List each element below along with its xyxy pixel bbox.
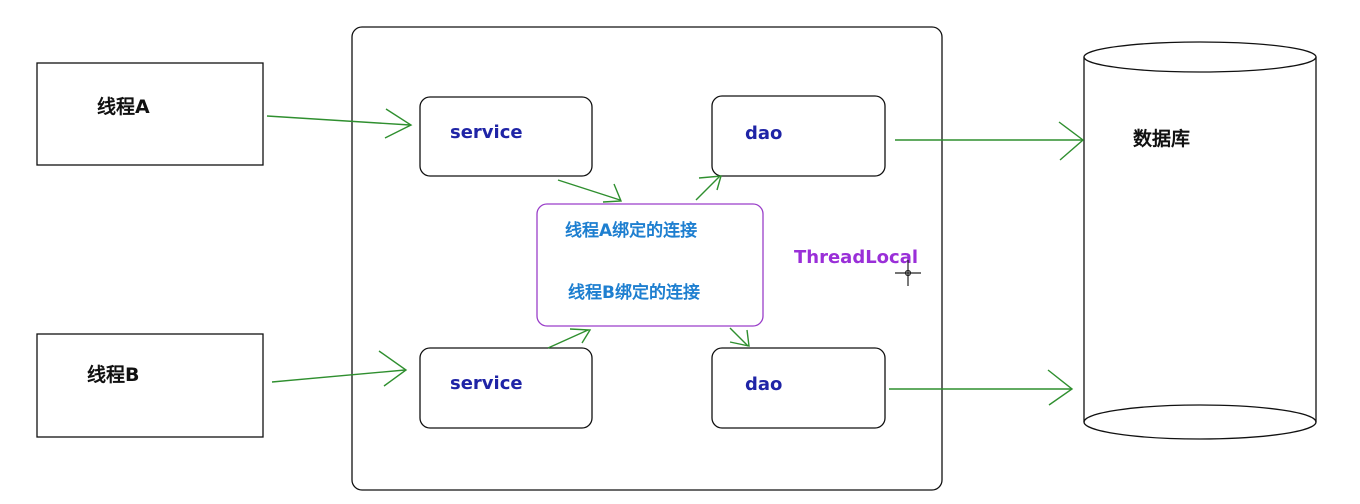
dao-bottom-label: dao — [745, 374, 782, 395]
crosshair-cursor-icon — [895, 260, 921, 286]
arrow-thread-a-to-service — [266, 108, 413, 139]
service-bottom-label: service — [450, 373, 523, 394]
arrow-connections-to-dao-top — [695, 175, 722, 201]
service-bottom-node: service — [419, 347, 593, 429]
threadlocal-label: ThreadLocal — [794, 247, 918, 268]
thread-b-node: 线程B — [36, 333, 264, 438]
database-node: 数据库 — [1083, 41, 1317, 440]
connection-a-label: 线程A绑定的连接 — [565, 220, 697, 241]
service-top-node: service — [419, 96, 593, 177]
dao-top-label: dao — [745, 123, 782, 144]
service-top-label: service — [450, 122, 523, 143]
arrow-connections-to-dao-bottom — [729, 327, 750, 347]
arrow-dao-top-to-database — [895, 121, 1085, 161]
thread-a-label: 线程A — [97, 95, 150, 118]
thread-a-node: 线程A — [36, 62, 264, 166]
threadlocal-connections-box: 线程A绑定的连接 线程B绑定的连接 — [536, 203, 764, 327]
arrow-thread-b-to-service — [271, 350, 408, 387]
dao-bottom-node: dao — [711, 347, 886, 429]
arrow-service-top-to-connections — [557, 179, 623, 203]
arrow-service-bottom-to-connections — [547, 328, 592, 349]
connection-b-label: 线程B绑定的连接 — [568, 282, 700, 303]
thread-b-label: 线程B — [87, 363, 139, 386]
database-label: 数据库 — [1133, 127, 1190, 150]
arrow-dao-bottom-to-database — [889, 369, 1074, 406]
dao-top-node: dao — [711, 95, 886, 177]
